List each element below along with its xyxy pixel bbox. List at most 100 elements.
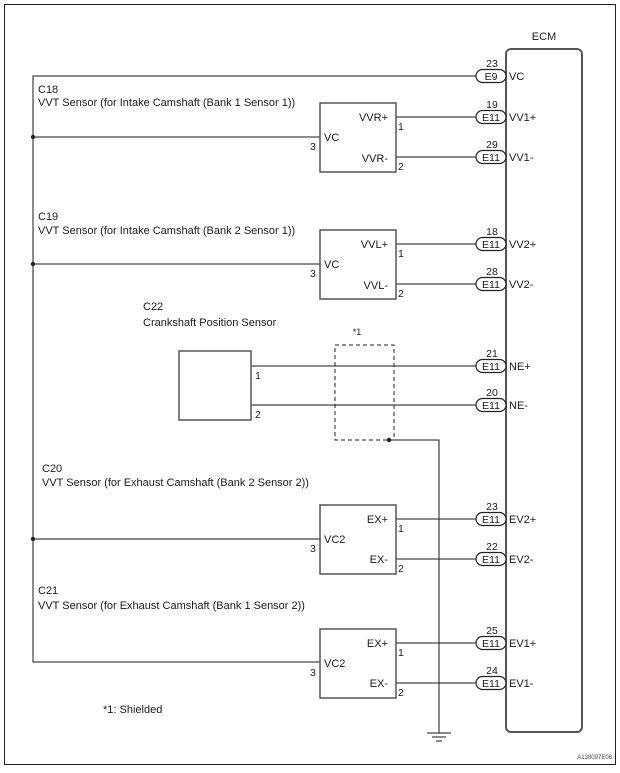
ecm-pin-number: 21 <box>486 348 498 360</box>
sensor-c20: C20 VVT Sensor (for Exhaust Camshaft (Ba… <box>42 463 404 575</box>
pin-number: 3 <box>310 141 316 153</box>
pin-number: 2 <box>398 161 404 173</box>
vc-supply-bus <box>30 75 476 663</box>
pin-number: 2 <box>255 409 261 421</box>
diagram-frame <box>4 4 616 765</box>
sensor-c22: C22 Crankshaft Position Sensor 1 2 <box>143 301 277 421</box>
terminal-label: VVR+ <box>359 112 388 124</box>
connector-code: E9 <box>485 71 498 83</box>
terminal-label: EX- <box>370 678 389 690</box>
shield: *1 <box>334 327 440 733</box>
ecm-pin-number: 20 <box>486 387 498 399</box>
sensor-name: VVT Sensor (for Exhaust Camshaft (Bank 2… <box>42 477 309 489</box>
connector-oval <box>475 236 507 252</box>
ecm-box <box>505 48 583 733</box>
ecm-signal-name: VV1- <box>509 152 534 164</box>
sensor-name: VVT Sensor (for Intake Camshaft (Bank 2 … <box>38 225 295 237</box>
sensor-c19: C19 VVT Sensor (for Intake Camshaft (Ban… <box>38 211 404 300</box>
ecm-pin-number: 28 <box>486 266 498 278</box>
connector-oval <box>475 675 507 691</box>
connector-oval <box>475 109 507 125</box>
shield-footnote: *1: Shielded <box>103 704 162 716</box>
ecm-pin-number: 23 <box>486 501 498 513</box>
connector-oval <box>475 68 507 84</box>
sensor-name: VVT Sensor (for Exhaust Camshaft (Bank 1… <box>38 600 305 612</box>
junction-dot <box>386 437 392 443</box>
connector-code: E11 <box>482 361 500 373</box>
terminal-label: VVL+ <box>361 239 388 251</box>
pin-number: 1 <box>398 647 404 659</box>
ecm-pin-number: 25 <box>486 625 498 637</box>
terminal-label: EX+ <box>367 514 388 526</box>
pin-number: 2 <box>398 288 404 300</box>
reference-code: A138097E08 <box>577 755 612 761</box>
connector-code: E11 <box>482 514 500 526</box>
ecm-pin-number: 22 <box>486 541 498 553</box>
pin-number: 3 <box>310 667 316 679</box>
ecm-pin-number: 23 <box>486 58 498 70</box>
pin-number: 1 <box>398 121 404 133</box>
shield-box <box>334 344 395 441</box>
connector-code: E11 <box>482 554 500 566</box>
terminal-label: VC2 <box>324 658 345 670</box>
connector-code: E11 <box>482 112 500 124</box>
connector-code: E11 <box>482 638 500 650</box>
pin-number: 2 <box>398 687 404 699</box>
connector-code: E11 <box>482 279 500 291</box>
pin-number: 1 <box>398 523 404 535</box>
connector-oval <box>475 511 507 527</box>
ecm-signal-name: EV2+ <box>509 514 536 526</box>
ecm-signal-name: VV2+ <box>509 239 536 251</box>
ecm-signal-name: EV1+ <box>509 638 536 650</box>
ecm-terminals: E923VCE1119VV1+E1129VV1-E1118VV2+E1128VV… <box>475 58 536 691</box>
ground-icon <box>427 732 451 742</box>
pin-number: 1 <box>255 370 261 382</box>
connector-oval <box>475 397 507 413</box>
connector-code: E11 <box>482 400 500 412</box>
ecm-label: ECM <box>532 31 556 43</box>
sensor-id: C18 <box>38 84 58 96</box>
junction-dot <box>30 261 36 267</box>
ecm-signal-name: EV2- <box>509 554 534 566</box>
sensor-id: C19 <box>38 211 58 223</box>
ecm-signal-name: VV2- <box>509 279 534 291</box>
sensor-name: VVT Sensor (for Intake Camshaft (Bank 1 … <box>38 97 295 109</box>
sensor-id: C22 <box>143 301 163 313</box>
ecm-signal-name: EV1- <box>509 678 534 690</box>
sensor-c18: C18 VVT Sensor (for Intake Camshaft (Ban… <box>38 84 404 173</box>
junction-dot <box>30 536 36 542</box>
connector-code: E11 <box>482 678 500 690</box>
sensor-id: C21 <box>38 585 58 597</box>
sensor-name: Crankshaft Position Sensor <box>143 317 277 329</box>
ecm-pin-number: 19 <box>486 99 498 111</box>
sensor-c21: C21 VVT Sensor (for Exhaust Camshaft (Ba… <box>38 585 404 699</box>
pin-number: 3 <box>310 268 316 280</box>
ecm-signal-name: NE- <box>509 400 528 412</box>
terminal-label: VVL- <box>364 280 389 292</box>
shield-marker: *1 <box>353 327 362 337</box>
terminal-label: EX+ <box>367 638 388 650</box>
connector-oval <box>475 276 507 292</box>
ecm-pin-number: 29 <box>486 139 498 151</box>
connector-code: E11 <box>482 239 500 251</box>
connector-oval <box>475 635 507 651</box>
signal-wires <box>251 116 476 684</box>
terminal-label: VC <box>324 259 339 271</box>
ecm-signal-name: VV1+ <box>509 112 536 124</box>
connector-oval <box>475 358 507 374</box>
connector-code: E11 <box>482 152 500 164</box>
terminal-label: VVR- <box>362 153 389 165</box>
terminal-label: EX- <box>370 554 389 566</box>
terminal-label: VC <box>324 132 339 144</box>
pin-number: 1 <box>398 248 404 260</box>
